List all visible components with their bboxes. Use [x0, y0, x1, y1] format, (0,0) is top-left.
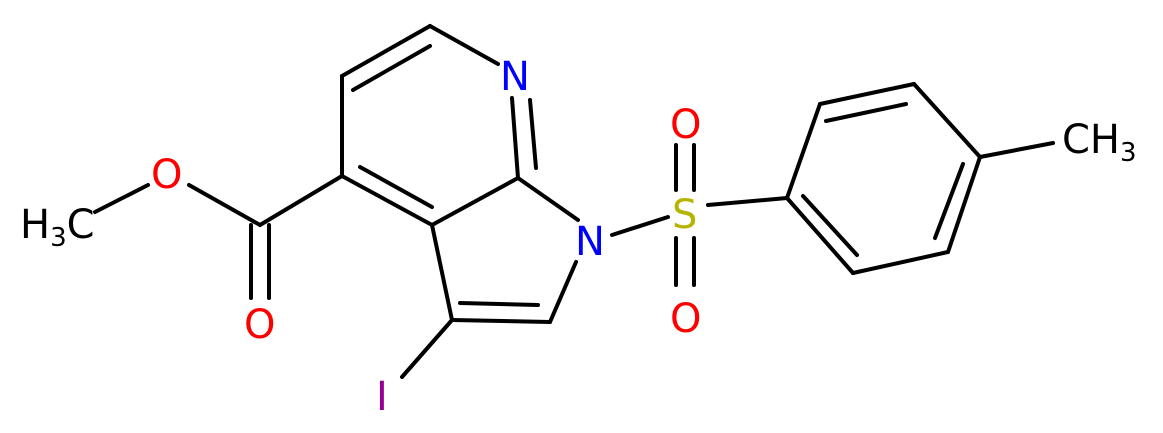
bond — [351, 44, 432, 92]
bond — [258, 174, 344, 227]
bond — [912, 82, 982, 159]
bond — [978, 141, 1055, 159]
bond — [187, 183, 262, 227]
bond — [458, 301, 540, 307]
bond — [824, 102, 908, 123]
bond — [400, 318, 454, 379]
bond — [610, 215, 670, 237]
bond — [528, 98, 538, 170]
bond — [93, 183, 150, 214]
bond — [818, 82, 916, 106]
bond — [785, 196, 855, 275]
bond — [510, 96, 520, 180]
bond — [548, 260, 578, 324]
bond — [801, 194, 859, 257]
bond — [706, 196, 789, 207]
atom-iodine: I — [376, 374, 388, 420]
bond — [430, 176, 520, 227]
methyl-group-right: CH3 — [1062, 117, 1137, 168]
bond — [933, 162, 965, 240]
bond — [450, 318, 552, 324]
bond — [946, 155, 982, 254]
bond — [428, 24, 500, 66]
atom-n-pyridine: N — [500, 54, 530, 100]
atom-labels: N N S O O O O I CH3 H3C — [20, 54, 1137, 420]
bond — [340, 174, 434, 227]
bonds — [93, 24, 1055, 379]
bond — [851, 250, 950, 275]
bond — [430, 223, 454, 322]
bond — [785, 102, 822, 200]
bond — [358, 165, 434, 209]
bond — [340, 24, 432, 78]
atom-o-carbonyl: O — [244, 302, 275, 348]
atom-o-sulfonyl-bottom: O — [670, 296, 701, 342]
atom-n-pyrrole: N — [575, 219, 605, 265]
atom-o-ester: O — [151, 152, 182, 198]
bond — [516, 176, 580, 222]
atom-sulfur: S — [672, 192, 697, 238]
atom-o-sulfonyl-top: O — [670, 102, 701, 148]
methyl-group-left: H3C — [20, 202, 95, 253]
